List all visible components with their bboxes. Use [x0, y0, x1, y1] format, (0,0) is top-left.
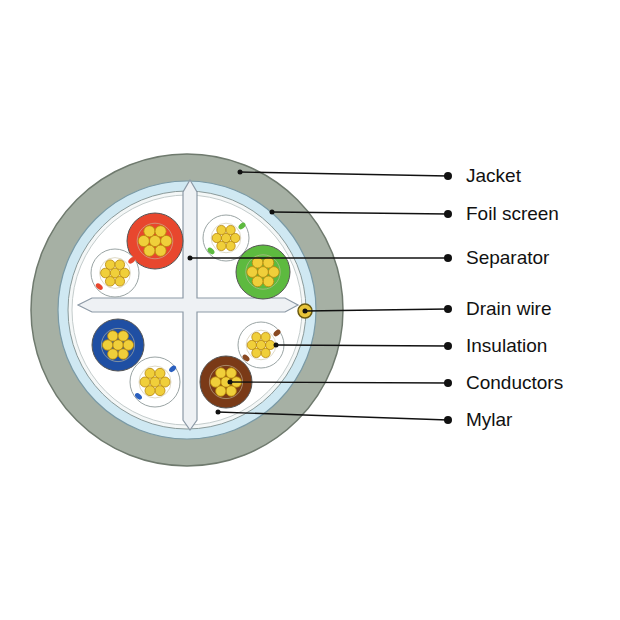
stripe-mark: [95, 282, 104, 291]
conductor-strand: [261, 332, 270, 341]
conductor-bundle: [137, 223, 173, 259]
stripe-mark: [237, 222, 246, 231]
conductor-strand: [105, 260, 115, 270]
wire-insulation: [236, 245, 290, 299]
conductor-strand: [261, 348, 270, 357]
conductor-strand: [118, 331, 128, 341]
leader-end-dot: [444, 416, 452, 424]
conductor-bundle: [100, 258, 131, 289]
conductor-strand: [252, 276, 263, 287]
leader-line: [276, 345, 448, 346]
leader-start-dot: [188, 256, 193, 261]
conductor-strand: [263, 276, 274, 287]
jacket-ring: [31, 154, 343, 466]
wire-pairs: [91, 213, 290, 408]
conductor-strand: [118, 349, 128, 359]
conductor-strand: [216, 368, 226, 378]
stripe-mark: [272, 329, 281, 338]
part-label: Jacket: [466, 165, 521, 188]
stripe-mark: [134, 392, 143, 401]
leader-line: [272, 212, 448, 214]
leader-end-dot: [444, 379, 452, 387]
conductor-strand: [149, 235, 160, 246]
conductor-strand: [226, 368, 236, 378]
part-label: Drain wire: [466, 298, 552, 321]
conductor-strand: [226, 386, 236, 396]
conductor-strand: [155, 226, 166, 237]
part-label: Mylar: [466, 409, 512, 432]
conductor-strand: [155, 245, 166, 256]
wire-insulation: [92, 319, 144, 371]
leader-line: [230, 382, 448, 383]
leader-line: [218, 412, 448, 420]
conductor-strand: [268, 267, 279, 278]
stripe-mark: [206, 247, 215, 256]
leader-line: [240, 172, 448, 176]
conductor-strand: [144, 245, 155, 256]
leader-start-dot: [303, 309, 308, 314]
leader-start-dot: [228, 380, 233, 385]
conductor-strand: [226, 241, 235, 250]
conductor-bundle: [211, 223, 241, 253]
leader-start-dot: [270, 210, 275, 215]
leader-start-dot: [274, 343, 279, 348]
conductor-strand: [155, 386, 165, 396]
conductor-strand: [155, 368, 165, 378]
conductor-strand: [115, 277, 125, 287]
stripe-mark: [241, 354, 250, 363]
part-label: Insulation: [466, 335, 547, 358]
conductor-strand: [217, 225, 226, 234]
leader-end-dot: [444, 305, 452, 313]
leader-lines: [188, 170, 453, 425]
conductor-bundle: [246, 255, 280, 289]
leader-start-dot: [216, 410, 221, 415]
part-label: Separator: [466, 247, 549, 270]
conductor-strand: [263, 257, 274, 268]
leader-end-dot: [444, 210, 452, 218]
wire-insulation: [203, 215, 249, 261]
conductor-strand: [247, 267, 258, 278]
wire-insulation: [91, 249, 139, 297]
conductor-strand: [226, 225, 235, 234]
conductor-strand: [161, 235, 172, 246]
wire-insulation: [238, 322, 284, 368]
separator-cross: [78, 180, 298, 430]
conductor-strand: [252, 332, 261, 341]
conductor-bundle: [139, 366, 171, 398]
conductor-strand: [115, 260, 125, 270]
part-label: Conductors: [466, 372, 563, 395]
wire-insulation: [130, 357, 180, 407]
conductor-strand: [252, 257, 263, 268]
conductor-strand: [138, 235, 149, 246]
stripe-mark: [127, 256, 136, 265]
leader-start-dot: [238, 170, 243, 175]
leader-end-dot: [444, 172, 452, 180]
conductor-bundle: [101, 328, 134, 361]
conductor-strand: [144, 226, 155, 237]
conductor-strand: [145, 368, 155, 378]
leader-end-dot: [444, 254, 452, 262]
conductor-strand: [258, 267, 269, 278]
stripe-mark: [168, 364, 177, 373]
leader-line: [190, 257, 448, 258]
leader-end-dot: [444, 342, 452, 350]
conductor-strand: [108, 331, 118, 341]
leader-line: [305, 309, 448, 311]
conductor-bundle: [246, 330, 276, 360]
foil-screen-ring: [58, 181, 316, 439]
part-label: Foil screen: [466, 203, 559, 226]
